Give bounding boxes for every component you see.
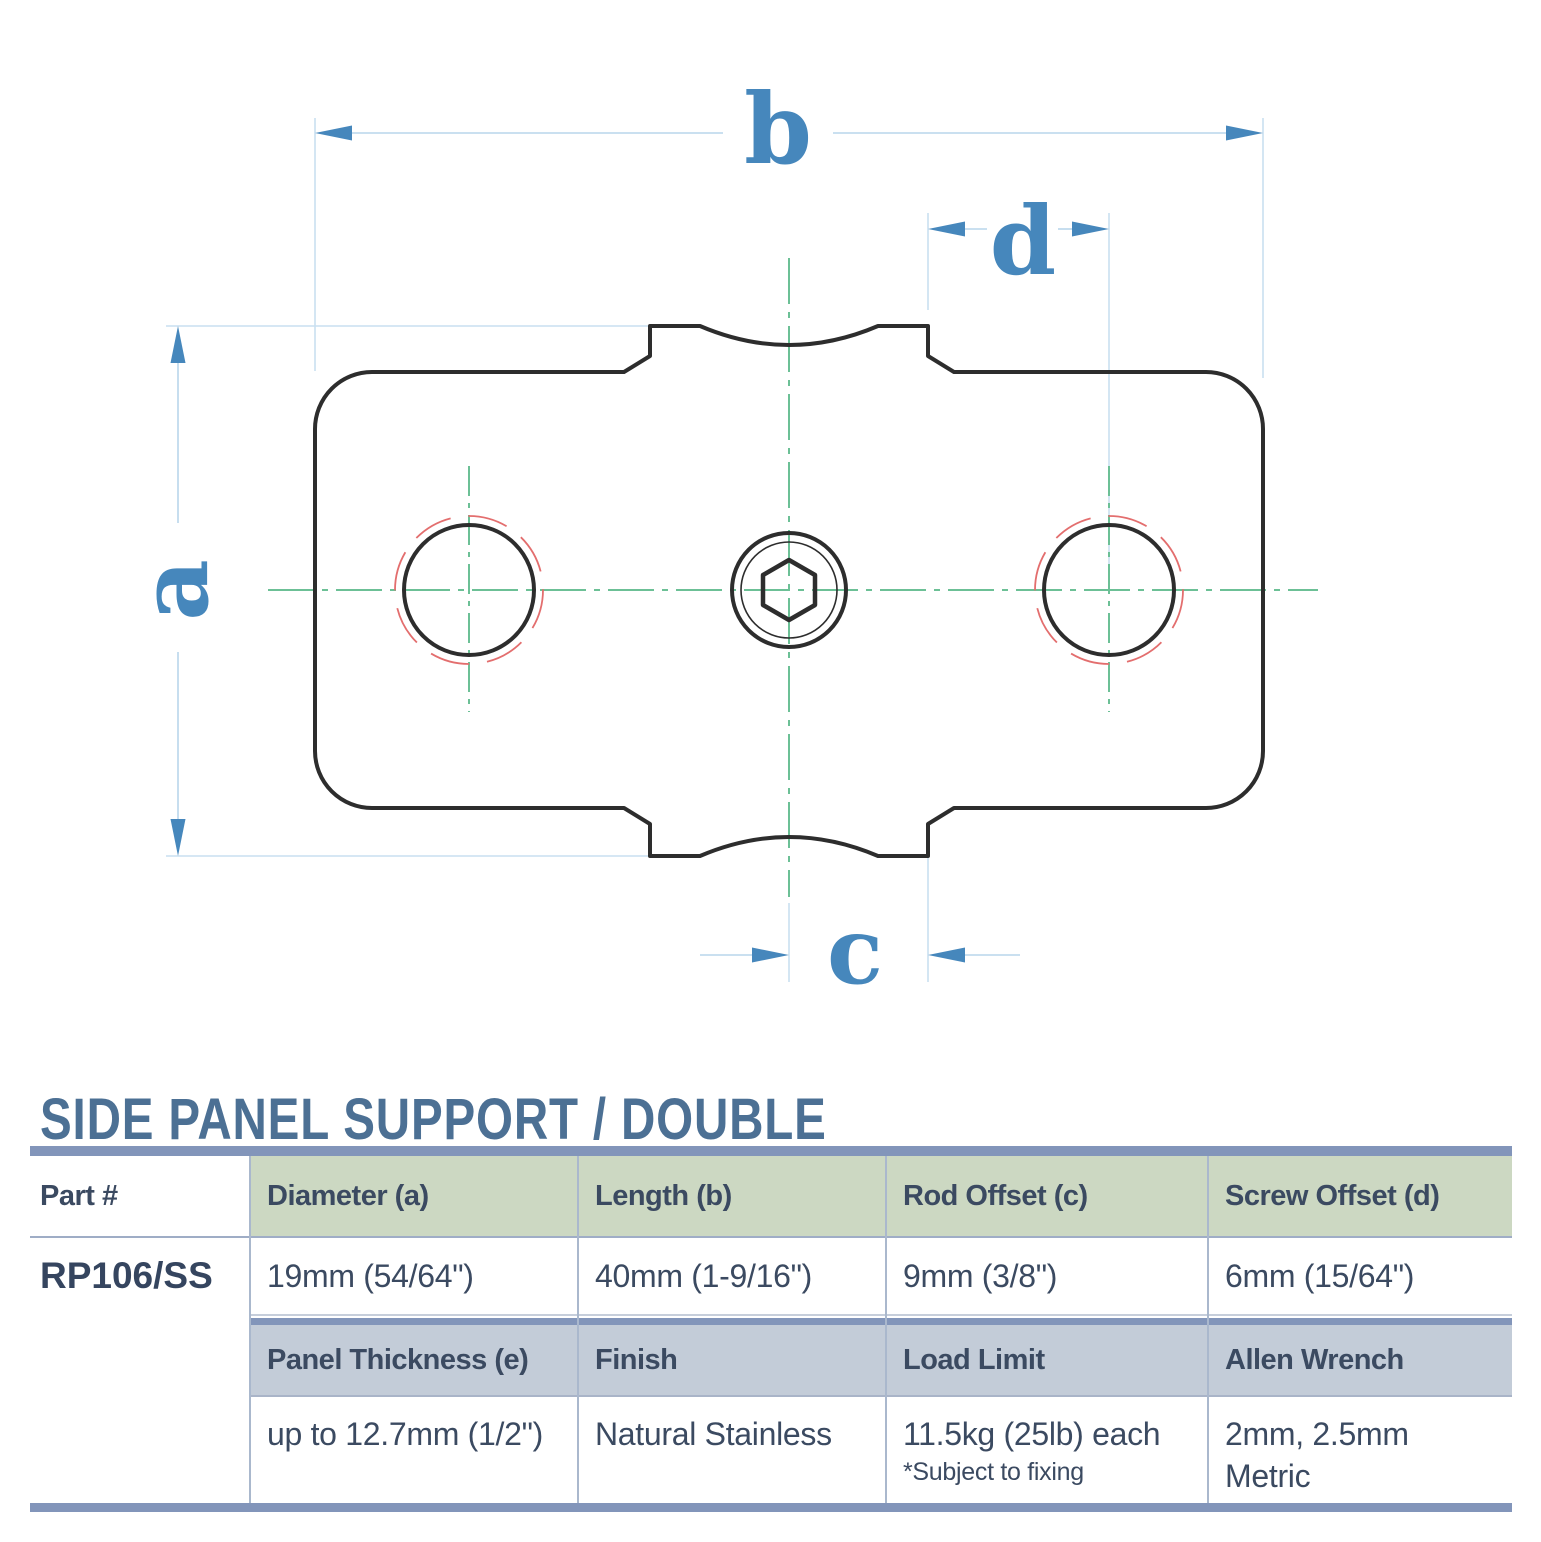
- value-screw-offset: 6mm (15/64"): [1225, 1258, 1415, 1294]
- dim-label-b: b: [744, 72, 812, 186]
- load-limit-value: 11.5kg (25lb) each: [903, 1416, 1161, 1452]
- extension-lines: [166, 118, 1264, 982]
- dimension-arrowheads: [170, 125, 1263, 963]
- col-header-load-limit: Load Limit: [886, 1325, 1208, 1395]
- value-rod-offset: 9mm (3/8"): [903, 1258, 1058, 1294]
- divider-col4: [1207, 1156, 1209, 1503]
- value-diameter: 19mm (54/64"): [267, 1258, 474, 1294]
- technical-drawing: b d c a: [119, 72, 1318, 1005]
- header2-divider: [250, 1395, 1512, 1397]
- centerlines: [268, 258, 1318, 897]
- col-header-panel-thickness: Panel Thickness (e): [250, 1325, 578, 1395]
- dimension-lines: [177, 132, 1228, 956]
- left-rod-hole: [402, 523, 536, 657]
- divider-col3: [885, 1156, 887, 1503]
- value-finish: Natural Stainless: [595, 1416, 832, 1452]
- value-panel-thickness: up to 12.7mm (1/2"): [267, 1416, 544, 1452]
- plate-outline: [313, 324, 1265, 858]
- header2-top-rule: [250, 1318, 1512, 1325]
- value-length: 40mm (1-9/16"): [595, 1258, 813, 1294]
- hex-socket-screw: [730, 531, 848, 649]
- col-header-part: Part #: [30, 1156, 250, 1236]
- dim-label-d: d: [990, 186, 1056, 297]
- col-header-diameter: Diameter (a): [250, 1156, 578, 1236]
- left-hole-marker: [394, 515, 544, 665]
- col-header-allen-wrench: Allen Wrench: [1208, 1325, 1512, 1395]
- allen-wrench-value: 2mm, 2.5mm Metric: [1225, 1416, 1409, 1494]
- hex-socket: [760, 557, 818, 623]
- header1-divider: [30, 1236, 1512, 1238]
- page-title: SIDE PANEL SUPPORT / DOUBLE: [40, 1087, 827, 1152]
- dim-label-a: a: [119, 559, 230, 621]
- value-allen-wrench: 2mm, 2.5mm Metric: [1208, 1397, 1512, 1503]
- divider-part-col: [249, 1156, 251, 1503]
- table-bottom-rule: [30, 1503, 1512, 1512]
- col-header-finish: Finish: [578, 1325, 886, 1395]
- dim-label-c: c: [827, 897, 883, 1005]
- col-header-length: Length (b): [578, 1156, 886, 1236]
- col-header-rod-offset: Rod Offset (c): [886, 1156, 1208, 1236]
- table-top-rule: [30, 1146, 1512, 1156]
- part-number: RP106/SS: [40, 1255, 213, 1296]
- right-hole-marker: [1034, 515, 1184, 665]
- right-rod-hole: [1042, 523, 1176, 657]
- load-limit-note: *Subject to fixing: [903, 1458, 1084, 1486]
- col-header-screw-offset: Screw Offset (d): [1208, 1156, 1512, 1236]
- value-load-limit: 11.5kg (25lb) each *Subject to fixing: [886, 1397, 1208, 1503]
- divider-col2: [577, 1156, 579, 1503]
- row1-bottom-line: [250, 1314, 1512, 1316]
